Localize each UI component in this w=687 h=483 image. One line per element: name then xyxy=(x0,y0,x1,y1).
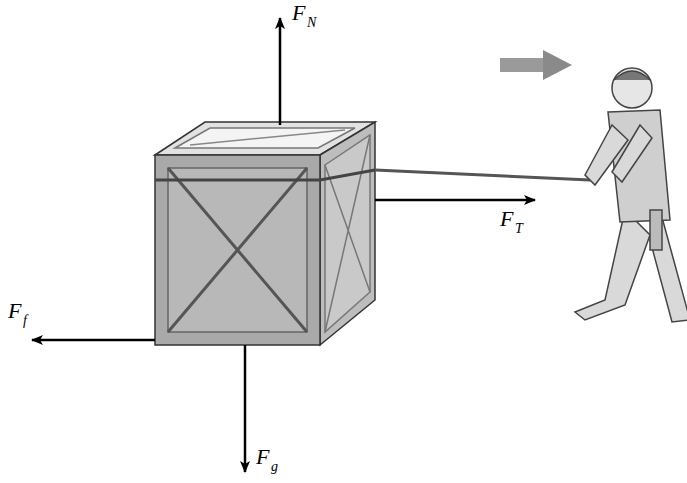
force-subscript: g xyxy=(271,460,278,474)
force-symbol: F xyxy=(256,446,269,468)
force-symbol: F xyxy=(500,208,513,230)
tension-force-arrow xyxy=(375,199,535,202)
friction-force-arrow xyxy=(32,339,155,342)
force-symbol: F xyxy=(8,300,21,322)
force-subscript: T xyxy=(515,222,523,236)
rope xyxy=(155,170,590,180)
normal-force-arrow xyxy=(279,18,282,125)
force-arrows xyxy=(32,18,535,472)
motion-arrow xyxy=(500,50,572,80)
force-subscript: N xyxy=(307,16,316,30)
gravity-force-arrow xyxy=(244,345,247,472)
crate xyxy=(155,122,375,345)
force-symbol: F xyxy=(292,2,305,24)
person-pulling xyxy=(575,68,687,322)
force-subscript: f xyxy=(23,314,27,328)
